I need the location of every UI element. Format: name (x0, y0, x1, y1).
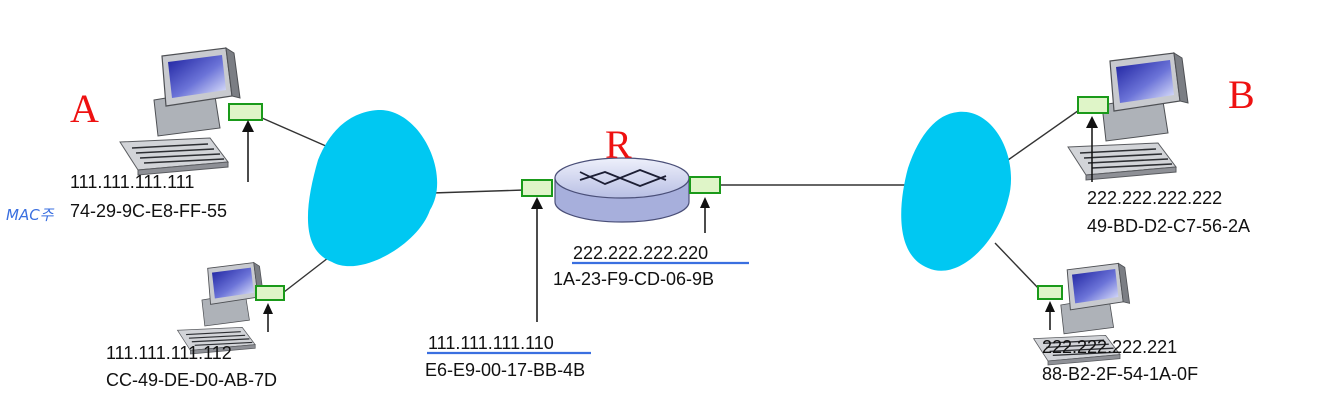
lan-cloud-left (307, 109, 438, 267)
router-right-ip: 222.222.222.220 (573, 243, 708, 263)
link-lan2-b2 (994, 242, 1041, 291)
lan-cloud-right (901, 111, 1012, 271)
router-icon (554, 157, 690, 223)
link-lan1-router (431, 189, 525, 194)
host-b-computer (1067, 52, 1189, 181)
host-a-computer (119, 47, 241, 176)
host-b2-mac: 88-B2-2F-54-1A-0F (1042, 364, 1198, 384)
host-a2-computer (176, 261, 265, 355)
adapter-host-a2 (255, 285, 285, 301)
host-b-name: B (1228, 72, 1255, 117)
adapters (228, 96, 1109, 301)
link-lan2-b (1007, 107, 1083, 161)
router-right-mac: 1A-23-F9-CD-06-9B (553, 269, 714, 289)
pointer-arrows (242, 116, 1098, 332)
link-a2-lan1 (283, 257, 329, 293)
adapter-router-left (521, 179, 553, 197)
handwritten-note: MAC주 (6, 206, 55, 224)
host-a2-ip: 111.111.111.112 (106, 343, 232, 363)
host-b2-ip: 222.222.222.221 (1042, 337, 1177, 357)
router-left-ip: 111.111.111.110 (428, 333, 554, 353)
host-a-ip: 111.111.111.111 (70, 172, 194, 192)
adapter-host-a (228, 103, 263, 121)
host-a2-mac: CC-49-DE-D0-AB-7D (106, 370, 277, 390)
adapter-host-b2 (1037, 285, 1063, 300)
link-a-lan1 (261, 117, 336, 151)
links (261, 107, 1083, 293)
host-b-ip: 222.222.222.222 (1087, 188, 1222, 208)
adapter-host-b (1077, 96, 1109, 114)
host-a-name: A (70, 86, 99, 131)
host-b-mac: 49-BD-D2-C7-56-2A (1087, 216, 1250, 236)
router-left-mac: E6-E9-00-17-BB-4B (425, 360, 585, 380)
router-name: R (605, 122, 632, 167)
host-a-mac: 74-29-9C-E8-FF-55 (70, 201, 227, 221)
adapter-router-right (689, 176, 721, 194)
